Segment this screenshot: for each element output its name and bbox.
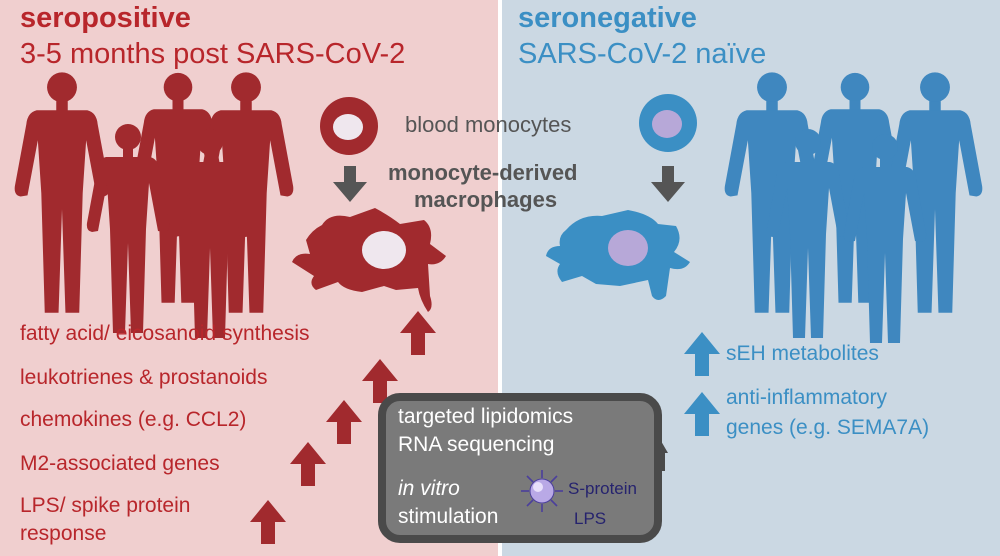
seropositive-finding: M2-associated genes — [20, 452, 220, 475]
up-arrow-icon — [684, 392, 720, 436]
panel-divider — [498, 0, 502, 556]
up-arrow-icon — [400, 311, 436, 355]
method-line: in vitro — [398, 477, 460, 500]
up-arrow-icon — [250, 500, 286, 544]
seronegative-finding: genes (e.g. SEMA7A) — [726, 416, 930, 439]
blood-monocytes-label: blood monocytes — [405, 112, 572, 137]
seronegative-up-arrows — [684, 332, 720, 436]
blue-macrophage-icon — [546, 210, 690, 300]
stimulus-label: S-protein — [568, 479, 637, 498]
up-arrow-icon — [290, 442, 326, 486]
stimulus-label: LPS — [574, 509, 607, 528]
red-monocyte-icon — [320, 97, 378, 155]
seropositive-subheading: 3-5 months post SARS-CoV-2 — [20, 38, 406, 70]
method-line: RNA sequencing — [398, 433, 555, 456]
seronegative-finding: anti-inflammatory — [726, 386, 888, 409]
down-arrow-icon — [651, 166, 685, 202]
red-macrophage-icon — [292, 208, 446, 312]
up-arrow-icon — [684, 332, 720, 376]
virus-icon — [521, 470, 563, 512]
methods-box: targeted lipidomics RNA sequencing in vi… — [378, 393, 668, 543]
method-line: stimulation — [398, 505, 499, 528]
loop-arrow-icon — [654, 441, 668, 471]
seropositive-heading: seropositive — [20, 2, 191, 34]
method-line: targeted lipidomics — [398, 405, 574, 428]
seropositive-finding: chemokines (e.g. CCL2) — [20, 408, 247, 431]
blue-monocyte-icon — [639, 94, 697, 152]
seronegative-heading: seronegative — [518, 2, 697, 34]
up-arrow-icon — [326, 400, 362, 444]
seronegative-finding: sEH metabolites — [726, 342, 879, 365]
seropositive-finding: response — [20, 522, 107, 545]
seropositive-finding: fatty acid/ eicosanoid synthesis — [20, 322, 310, 345]
seropositive-people-group — [14, 72, 294, 338]
seronegative-subheading: SARS-CoV-2 naïve — [518, 38, 767, 70]
down-arrow-icon — [333, 166, 367, 202]
seropositive-finding: leukotrienes & prostanoids — [20, 366, 268, 389]
seronegative-people-group — [724, 72, 983, 343]
seropositive-finding: LPS/ spike protein — [20, 494, 191, 517]
macrophages-label-line1: monocyte-derived — [388, 160, 578, 185]
macrophages-label-line2: macrophages — [414, 187, 558, 212]
